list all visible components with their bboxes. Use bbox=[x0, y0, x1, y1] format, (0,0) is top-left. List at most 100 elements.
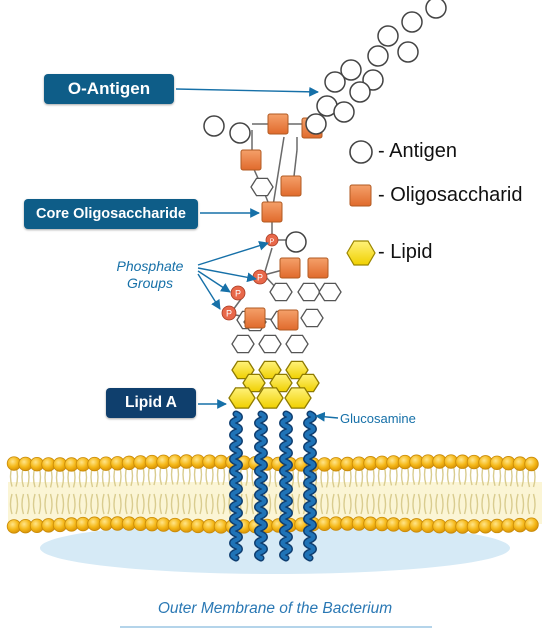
phosphate-arrow-3 bbox=[197, 270, 231, 293]
antigen-circle bbox=[285, 231, 307, 253]
antigen-circle bbox=[397, 41, 419, 63]
phosphate-label-line-2: Groups bbox=[127, 275, 173, 291]
white-hexagon-sugar bbox=[250, 177, 274, 197]
oligosaccharide-square bbox=[277, 309, 299, 331]
oligosaccharide-square bbox=[240, 149, 262, 171]
lipid-tail-lower bbox=[170, 493, 180, 515]
lipid-tail-lower bbox=[527, 493, 536, 515]
fatty-acid-chain bbox=[255, 412, 267, 560]
fatty-acid-chain bbox=[304, 412, 316, 560]
bond-line bbox=[263, 247, 273, 276]
oligosaccharide-square bbox=[261, 201, 283, 223]
lipid-tail-lower bbox=[435, 493, 444, 515]
oligosaccharide-square bbox=[279, 257, 301, 279]
lipid-tail-lower bbox=[182, 493, 191, 515]
antigen-circle bbox=[367, 45, 389, 67]
white-hexagon-sugar bbox=[318, 282, 342, 302]
lipid-tail-lower bbox=[458, 493, 467, 515]
legend-oligosaccharide-square-icon bbox=[349, 184, 372, 207]
lipid-tail-lower bbox=[331, 493, 341, 515]
glucosamine-label: Glucosamine bbox=[340, 411, 416, 426]
lipid-a-label: Lipid A bbox=[106, 388, 196, 418]
antigen-circle bbox=[377, 25, 399, 47]
lipid-tail-lower bbox=[216, 493, 226, 515]
lipid-tail-lower bbox=[147, 493, 157, 515]
legend-lipid-text: - Lipid bbox=[378, 241, 433, 263]
white-hexagon-sugar bbox=[258, 334, 282, 354]
lipid-head-bottom bbox=[524, 517, 539, 532]
lipid-tail-lower bbox=[205, 493, 214, 515]
core-oligosaccharide-label: Core Oligosaccharide bbox=[24, 199, 198, 229]
bond-line bbox=[271, 136, 285, 213]
fatty-acid-chain bbox=[280, 412, 292, 560]
antigen-circle bbox=[340, 59, 362, 81]
lipid-tail-lower bbox=[469, 493, 479, 515]
lipid-tail-lower bbox=[9, 493, 19, 515]
legend-symbols bbox=[346, 140, 376, 266]
phosphate-label-line-1: Phosphate bbox=[116, 258, 184, 274]
lipid-tail-lower bbox=[412, 493, 421, 515]
oligosaccharide-square bbox=[244, 307, 266, 329]
legend-antigen-circle-icon bbox=[349, 140, 373, 164]
lipid-tail-lower bbox=[101, 493, 111, 515]
white-hexagon-sugar bbox=[300, 308, 324, 328]
legend-antigen-text: - Antigen bbox=[378, 140, 457, 162]
lipid-tail-lower bbox=[423, 493, 433, 515]
antigen-circle bbox=[425, 0, 447, 19]
lipid-tail-lower bbox=[124, 493, 134, 515]
phosphate-circle bbox=[230, 285, 246, 301]
phosphate-symbol: P bbox=[270, 239, 275, 246]
diagram-caption: Outer Membrane of the Bacterium bbox=[157, 600, 393, 617]
white-hexagon-sugar bbox=[285, 334, 309, 354]
lipid-tail-lower bbox=[67, 493, 76, 515]
lipid-tail-lower bbox=[32, 493, 42, 515]
lipid-tail-lower bbox=[55, 493, 65, 515]
lipid-tail-lower bbox=[400, 493, 410, 515]
o-antigen-label: O-Antigen bbox=[44, 74, 174, 104]
phosphate-circle bbox=[221, 305, 237, 321]
lipid-tail-lower bbox=[515, 493, 525, 515]
lipid-tail-lower bbox=[136, 493, 145, 515]
phosphate-circle bbox=[265, 233, 279, 247]
lipid-tail-lower bbox=[320, 493, 329, 515]
antigen-circle bbox=[324, 71, 346, 93]
membrane-shadow bbox=[40, 522, 510, 574]
lipid-a-hexagon bbox=[284, 387, 312, 409]
lipid-heads-top bbox=[6, 454, 539, 472]
oligosaccharide-square bbox=[267, 113, 289, 135]
antigen-circle bbox=[349, 81, 371, 103]
legend-lipid-hexagon-icon bbox=[346, 240, 376, 266]
lipid-head-top bbox=[524, 456, 539, 472]
white-hexagon-sugar bbox=[297, 282, 321, 302]
hexagon-sugars bbox=[228, 177, 342, 409]
phosphate-arrow-2 bbox=[197, 267, 257, 283]
antigen-circle bbox=[229, 122, 251, 144]
lipid-tail-lower bbox=[90, 493, 99, 515]
fatty-acid-chain bbox=[230, 412, 242, 560]
lipid-tail-lower bbox=[492, 493, 502, 515]
lipid-a-hexagon bbox=[256, 387, 284, 409]
lipid-tail-lower bbox=[113, 493, 122, 515]
lipid-tail-lower bbox=[504, 493, 513, 515]
glucosamine-arrow bbox=[315, 411, 339, 422]
lipid-tail-lower bbox=[354, 493, 364, 515]
lipid-tail-lower bbox=[159, 493, 168, 515]
lipid-tail-lower bbox=[193, 493, 203, 515]
outer-membrane bbox=[6, 454, 542, 574]
phosphate-arrow-4 bbox=[197, 273, 221, 310]
antigen-circle bbox=[333, 101, 355, 123]
annotation-arrows bbox=[175, 86, 339, 422]
oligosaccharide-square bbox=[307, 257, 329, 279]
phosphate-symbol: P bbox=[235, 289, 241, 299]
lipid-tail-lower bbox=[366, 493, 375, 515]
lipid-tail-lower bbox=[21, 493, 30, 515]
phosphate-groups-label: Phosphate Groups bbox=[100, 258, 200, 292]
white-hexagon-sugar bbox=[231, 334, 255, 354]
lipid-tail-lower bbox=[377, 493, 387, 515]
antigen-units bbox=[203, 0, 447, 253]
o-antigen-arrow bbox=[175, 86, 319, 97]
lipid-a-hexagon bbox=[228, 387, 256, 409]
antigen-circle bbox=[305, 113, 327, 135]
